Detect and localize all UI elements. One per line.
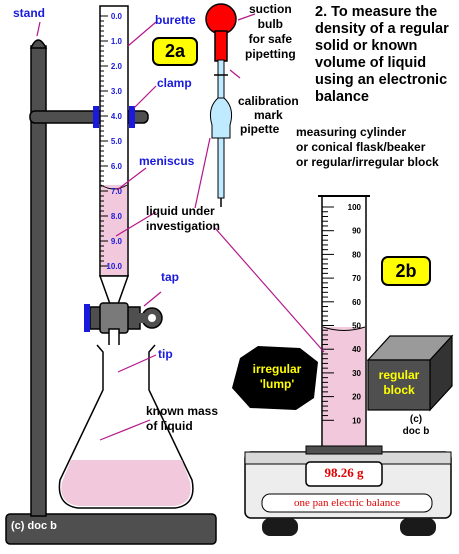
- cylinder-foot: [305, 445, 383, 455]
- burette-tick-label: 1.0: [111, 37, 123, 46]
- pipette-tip: [217, 137, 225, 199]
- label-tap: tap: [161, 270, 179, 284]
- cylinder-liquid: [323, 327, 365, 450]
- label-pipette: pipette: [240, 122, 280, 136]
- label-irregular: irregular 'lump': [252, 362, 302, 391]
- burette-tick-label: 0.0: [111, 12, 123, 21]
- suction-bulb: [205, 3, 237, 35]
- block-front: [367, 359, 431, 411]
- badge-2a: 2a: [152, 37, 198, 66]
- burette-scale: 0.0 1.0 2.0 3.0 4.0 5.0 6.0 7.0 8.0 9.0 10.0: [100, 12, 123, 271]
- balance-display: [305, 461, 383, 487]
- tap-stem: [138, 313, 144, 323]
- clamp-jaw-left: [93, 106, 99, 128]
- label-stand: stand: [13, 6, 46, 20]
- label-liquid: liquid under investigation: [146, 204, 221, 233]
- credit-right: (c) doc b: [402, 414, 430, 437]
- credit-left: (c) doc b: [11, 520, 57, 532]
- label-tip: tip: [158, 347, 173, 361]
- balance-reading: 98.26 g: [324, 465, 364, 480]
- pipette-bulb: [210, 97, 232, 139]
- irregular-lump: [232, 346, 318, 410]
- label-calibration: calibration mark: [238, 94, 299, 122]
- label-suction-bulb: suction bulb for safe pipetting: [245, 2, 296, 61]
- balance-nameplate: [261, 493, 433, 513]
- stand-base: [5, 513, 217, 545]
- pipette-stem: [217, 59, 225, 99]
- cylinder-tick-label: 70: [352, 274, 361, 283]
- cylinder-tick-label: 100: [348, 203, 362, 212]
- badge-2b: 2b: [381, 256, 431, 286]
- cylinder-tick-label: 10: [352, 416, 361, 425]
- burette-tick-label: 4.0: [111, 112, 123, 121]
- burette-tick-label: 10.0: [106, 262, 122, 271]
- cylinder-tick-label: 50: [352, 322, 361, 331]
- tap-mark-left: [84, 304, 90, 332]
- balance-foot-right: [400, 518, 436, 536]
- clamp-jaw-right: [129, 106, 135, 128]
- cylinder-tick-label: 30: [352, 369, 361, 378]
- label-clamp: clamp: [157, 76, 192, 90]
- burette-tick-label: 9.0: [111, 237, 123, 246]
- cylinder-scale: 100 90 80 70 60 50 40 30 20 10: [322, 203, 362, 425]
- tap-handle-hole: [148, 314, 156, 322]
- label-meniscus: meniscus: [139, 154, 195, 168]
- cylinder-tick-label: 20: [352, 393, 361, 402]
- burette-tick-label: 7.0: [111, 187, 123, 196]
- label-known-mass: known mass of liquid: [146, 404, 219, 433]
- balance-name: one pan electric balance: [294, 497, 400, 509]
- burette-tick-label: 8.0: [111, 212, 123, 221]
- bulb-neck: [214, 30, 228, 62]
- label-regular: regular block: [378, 368, 420, 397]
- cylinder-tick-label: 60: [352, 298, 361, 307]
- burette-liquid: [101, 185, 127, 275]
- stand-rod-top: [29, 39, 48, 49]
- cylinder-tick-label: 40: [352, 345, 361, 354]
- cylinder-tick-label: 80: [352, 250, 361, 259]
- page-title: 2. To measure the density of a regular s…: [315, 4, 449, 105]
- burette-cone: [98, 275, 130, 305]
- burette-tick-label: 5.0: [111, 137, 123, 146]
- cylinder-tick-label: 90: [352, 227, 361, 236]
- cylinder-meniscus: [322, 326, 366, 331]
- burette-tick-label: 6.0: [111, 162, 123, 171]
- balance-foot-left: [262, 518, 298, 536]
- label-measuring: measuring cylinder or conical flask/beak…: [296, 125, 439, 169]
- label-burette: burette: [155, 13, 196, 27]
- burette-tick-label: 3.0: [111, 87, 123, 96]
- pointer-lines: [36, 13, 325, 441]
- flask-liquid: [61, 460, 191, 506]
- burette-tick-label: 2.0: [111, 62, 123, 71]
